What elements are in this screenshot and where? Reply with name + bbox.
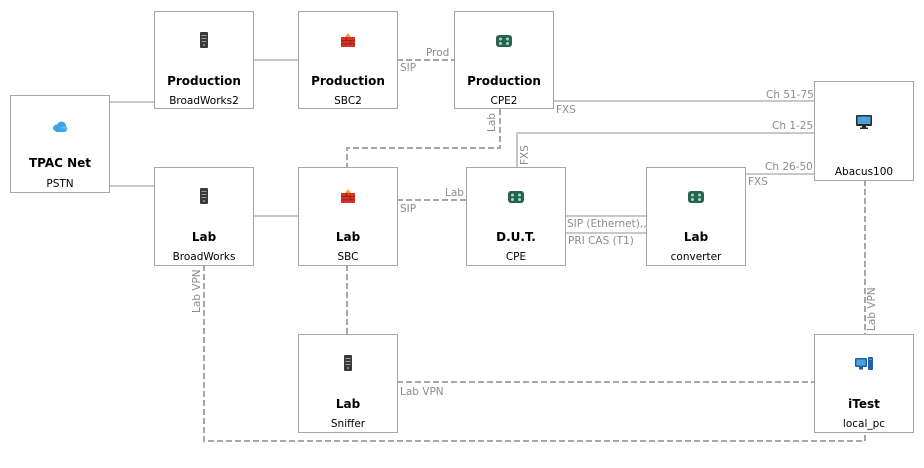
node-abacus100[interactable]: Abacus100 [814, 81, 914, 181]
node-itest[interactable]: iTest local_pc [814, 334, 914, 433]
node-title: D.U.T. [496, 230, 536, 244]
node-dut-cpe[interactable]: D.U.T. CPE [466, 167, 566, 266]
node-title: Lab [335, 230, 361, 244]
router-icon [496, 32, 512, 51]
edge-label-fxs: FXS [556, 104, 576, 116]
server-icon [199, 32, 209, 52]
pc-icon [855, 355, 873, 374]
node-subtitle: Sniffer [330, 418, 366, 430]
link-broadworks-itest-vpn [203, 265, 866, 442]
edge-label-lab-vpn-right: Lab VPN [866, 287, 878, 331]
node-subtitle: PSTN [46, 178, 74, 190]
edge-label-prod: Prod [426, 47, 450, 59]
edge-label-sip: SIP [400, 62, 417, 74]
node-lab-sbc[interactable]: Lab SBC [298, 167, 398, 266]
node-production-broadworks2[interactable]: Production BroadWorks2 [154, 11, 254, 109]
node-subtitle: CPE [505, 251, 527, 263]
router-icon [688, 188, 704, 207]
node-title: Production [167, 74, 241, 88]
node-title: Lab [191, 230, 217, 244]
node-subtitle: BroadWorks2 [169, 95, 239, 107]
edge-label-lab-vertical: Lab [486, 113, 498, 132]
edge-label-sip-ethernet: SIP (Ethernet),, [567, 218, 647, 230]
node-subtitle: SBC2 [334, 95, 362, 107]
node-subtitle: CPE2 [490, 95, 518, 107]
cloud-icon [52, 118, 68, 137]
node-title: Production [467, 74, 541, 88]
node-title: TPAC Net [28, 156, 92, 170]
node-lab-converter[interactable]: Lab converter [646, 167, 746, 266]
edge-label-ch-51-75: Ch 51-75 [766, 89, 814, 101]
edge-label-lab-vpn-bottom: Lab VPN [400, 386, 444, 398]
node-subtitle: BroadWorks [172, 251, 236, 263]
firewall-icon [340, 32, 356, 51]
edge-label-lab-vpn-left: Lab VPN [191, 269, 203, 313]
node-subtitle: local_pc [842, 418, 886, 430]
node-title: Production [311, 74, 385, 88]
edge-label-ch-26-50: Ch 26-50 [765, 161, 813, 173]
edge-label-fxs-vertical: FXS [519, 145, 531, 165]
node-production-sbc2[interactable]: Production SBC2 [298, 11, 398, 109]
node-title: Lab [683, 230, 709, 244]
edge-label-sip: SIP [400, 203, 417, 215]
monitor-icon [856, 114, 872, 133]
link-cpe2-sbc-lab [346, 109, 501, 167]
edge-label-pri-cas: PRI CAS (T1) [568, 235, 634, 247]
edge-label-ch-1-25: Ch 1-25 [772, 120, 814, 132]
node-title: Lab [335, 397, 361, 411]
node-subtitle: converter [670, 251, 722, 263]
node-title: iTest [848, 397, 880, 411]
link-dut-abacus-ch1 [516, 132, 815, 167]
node-lab-broadworks[interactable]: Lab BroadWorks [154, 167, 254, 266]
server-icon [343, 355, 353, 375]
server-icon [199, 188, 209, 208]
node-production-cpe2[interactable]: Production CPE2 [454, 11, 554, 109]
node-tpac-net[interactable]: TPAC Net PSTN [10, 95, 110, 193]
node-subtitle: Abacus100 [834, 166, 894, 178]
edge-label-lab: Lab [445, 187, 464, 199]
node-subtitle: SBC [337, 251, 359, 263]
edge-label-fxs: FXS [748, 176, 768, 188]
node-lab-sniffer[interactable]: Lab Sniffer [298, 334, 398, 433]
router-icon [508, 188, 524, 207]
firewall-icon [340, 188, 356, 207]
